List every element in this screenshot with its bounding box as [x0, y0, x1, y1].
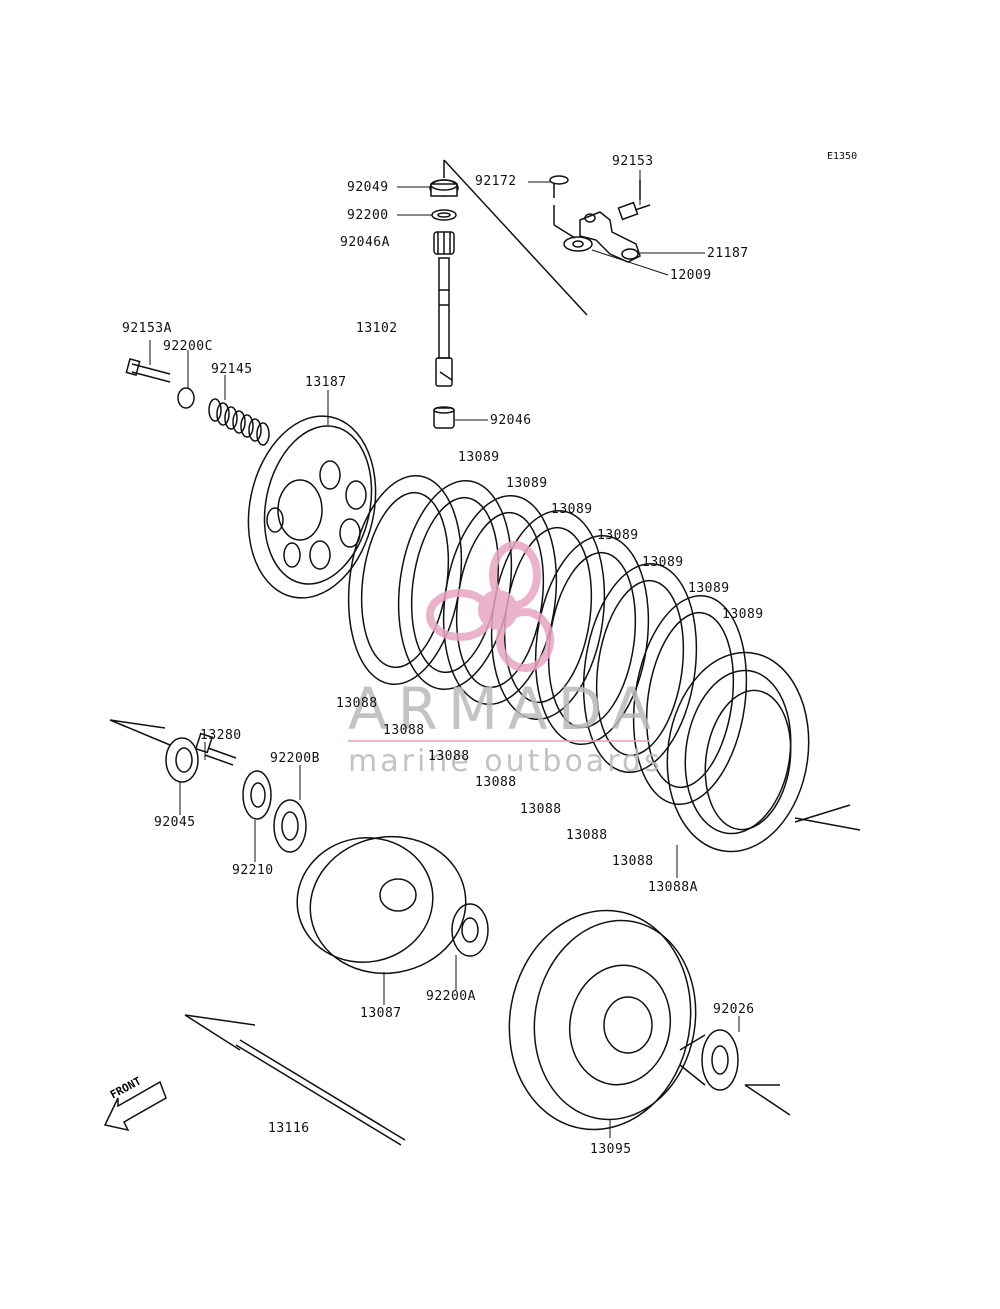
diagram-code: E1350	[827, 151, 858, 162]
part-label-13102: 13102	[356, 321, 398, 336]
part-label-13088: 13088	[520, 802, 562, 817]
clutch-housing	[508, 909, 791, 1131]
part-label-92200B: 92200B	[270, 751, 320, 766]
part-label-13187: 13187	[305, 375, 347, 390]
part-label-92153: 92153	[612, 154, 654, 169]
part-label-13088: 13088	[336, 696, 378, 711]
leader-lines	[149, 170, 740, 1138]
part-label-92045: 92045	[154, 815, 196, 830]
part-label-92026: 92026	[713, 1002, 755, 1017]
part-label-13089: 13089	[551, 502, 593, 517]
shaft-top-assembly	[429, 159, 588, 429]
front-arrow	[103, 1080, 167, 1132]
part-label-13089: 13089	[688, 581, 730, 596]
part-label-13095: 13095	[590, 1142, 632, 1157]
part-label-13088: 13088	[612, 854, 654, 869]
watermark-title: ARMADA	[348, 675, 662, 743]
part-label-13088: 13088	[428, 749, 470, 764]
part-label-92172: 92172	[475, 174, 517, 189]
part-label-92200C: 92200C	[163, 339, 213, 354]
bolt-spring-set	[125, 358, 270, 446]
part-label-12009: 12009	[670, 268, 712, 283]
release-lever	[549, 175, 651, 263]
part-label-92153A: 92153A	[122, 321, 172, 336]
part-label-13088A: 13088A	[648, 880, 698, 895]
part-label-13116: 13116	[268, 1121, 310, 1136]
part-label-13280: 13280	[200, 728, 242, 743]
watermark-logo	[426, 541, 554, 672]
part-label-13089: 13089	[597, 528, 639, 543]
part-label-92046A: 92046A	[340, 235, 390, 250]
part-label-21187: 21187	[707, 246, 749, 261]
part-label-13089: 13089	[642, 555, 684, 570]
part-label-13087: 13087	[360, 1006, 402, 1021]
part-label-92046: 92046	[490, 413, 532, 428]
part-label-13089: 13089	[506, 476, 548, 491]
clutch-hub	[296, 835, 489, 975]
watermark-subtitle: marine outboards	[348, 744, 663, 779]
part-label-92200A: 92200A	[426, 989, 476, 1004]
part-label-92049: 92049	[347, 180, 389, 195]
part-label-92200: 92200	[347, 208, 389, 223]
push-rod	[184, 1014, 406, 1146]
part-label-13088: 13088	[383, 723, 425, 738]
part-label-13088: 13088	[475, 775, 517, 790]
part-label-92145: 92145	[211, 362, 253, 377]
part-label-13089: 13089	[722, 607, 764, 622]
part-label-92210: 92210	[232, 863, 274, 878]
part-label-13088: 13088	[566, 828, 608, 843]
pressure-plate	[247, 415, 377, 599]
part-label-13089: 13089	[458, 450, 500, 465]
bearing-set	[109, 719, 307, 853]
